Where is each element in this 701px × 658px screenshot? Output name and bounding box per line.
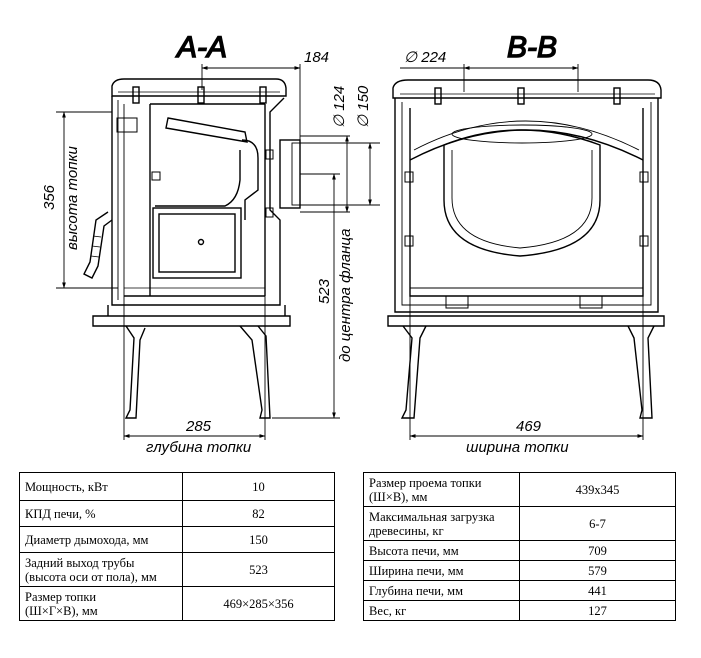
spec-value: 150 xyxy=(182,526,335,553)
spec-label: Размер топки(Ш×Г×В), мм xyxy=(19,586,183,621)
section-bb: B-B xyxy=(387,30,665,419)
spec-label: Диаметр дымохода, мм xyxy=(19,526,183,553)
dim-flue-inner-diameter: ∅ 124 xyxy=(331,86,348,128)
spec-label: КПД печи, % xyxy=(19,500,183,527)
dim-firebox-height: 356 xyxy=(41,184,58,210)
section-aa-dimensions xyxy=(56,64,380,440)
spec-value: 127 xyxy=(519,600,676,621)
section-aa-title: A-A xyxy=(175,31,227,64)
dim-flange-center: 523 xyxy=(316,278,333,304)
dim-flue-diameter: ∅ 224 xyxy=(404,49,446,66)
spec-value: 709 xyxy=(519,540,676,561)
spec-label: Мощность, кВт xyxy=(19,472,183,501)
label-firebox-depth: глубина топки xyxy=(146,439,252,456)
spec-value: 10 xyxy=(182,472,335,501)
spec-value: 523 xyxy=(182,552,335,587)
dim-firebox-depth: 285 xyxy=(185,418,212,435)
section-bb-dimensions xyxy=(400,64,644,440)
spec-label: Размер проема топки(Ш×В), мм xyxy=(363,472,520,507)
spec-label: Вес, кг xyxy=(363,600,520,621)
spec-row: Задний выход трубы(высота оси от пола), … xyxy=(19,552,335,587)
label-firebox-width: ширина топки xyxy=(466,439,569,456)
spec-label: Высота печи, мм xyxy=(363,540,520,561)
technical-drawing: A-A xyxy=(41,30,665,456)
spec-value: 82 xyxy=(182,500,335,527)
section-bb-title: B-B xyxy=(507,31,557,64)
spec-value: 6-7 xyxy=(519,506,676,541)
spec-value: 469×285×356 xyxy=(182,586,335,621)
spec-value: 439x345 xyxy=(519,472,676,507)
spec-value: 441 xyxy=(519,580,676,601)
spec-label: Задний выход трубы(высота оси от пола), … xyxy=(19,552,183,587)
dim-flue-offset: 184 xyxy=(304,49,329,66)
spec-row: КПД печи, %82 xyxy=(19,500,335,527)
section-aa: A-A xyxy=(83,30,301,419)
dim-flue-outer-diameter: ∅ 150 xyxy=(355,85,372,128)
dim-firebox-width: 469 xyxy=(516,418,542,435)
spec-label: Глубина печи, мм xyxy=(363,580,520,601)
label-firebox-height: высота топки xyxy=(64,145,81,250)
spec-value: 579 xyxy=(519,560,676,581)
label-flange-center: до центра фланца xyxy=(337,229,354,363)
spec-label: Ширина печи, мм xyxy=(363,560,520,581)
